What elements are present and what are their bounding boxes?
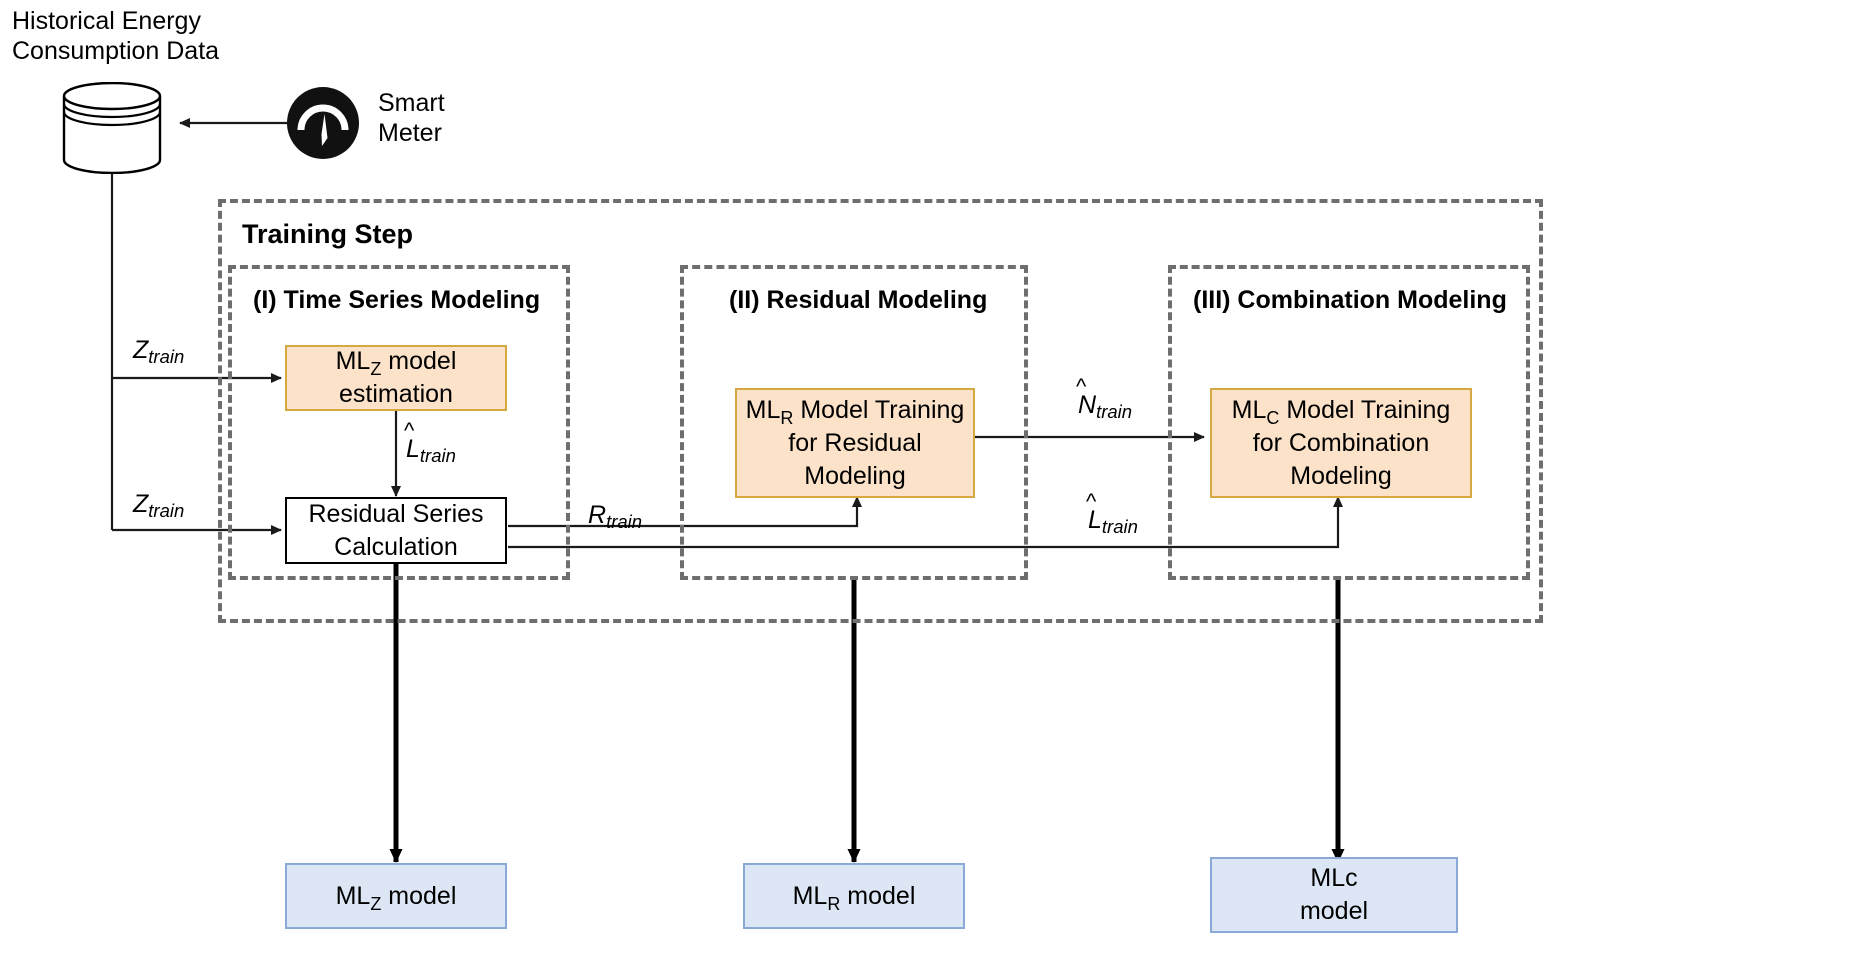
section-title-i: (I) Time Series Modeling [248,286,546,315]
edge-label-z-train-bottom: Ztrain [133,490,185,522]
section-combination-modeling [1168,265,1530,580]
ml-r-model-box: MLR model [743,863,965,929]
section-time-series-modeling [228,265,570,580]
ml-z-model-label: MLZ model [335,881,457,914]
ml-r-model-label: MLR model [792,881,916,914]
training-step-group [218,199,1543,623]
training-step-title: Training Step [236,219,420,250]
source-caption: Historical Energy Consumption Data [12,7,220,65]
edge-label-l-hat-train-1: ^Ltrain [404,418,456,467]
section-title-ii: (II) Residual Modeling [724,286,993,315]
edge-label-n-hat-train: ^Ntrain [1076,374,1133,423]
smart-meter-gauge-icon [287,87,359,159]
section-title-iii: (III) Combination Modeling [1188,286,1512,315]
ml-z-model-box: MLZ model [285,863,507,929]
edge-label-r-train: Rtrain [588,501,643,533]
section-residual-modeling [680,265,1028,580]
edge-label-l-hat-train-2: ^Ltrain [1086,489,1138,538]
device-caption: Smart Meter [378,89,445,147]
edge-label-z-train-top: Ztrain [133,336,185,368]
database-cylinder-icon [62,82,162,174]
